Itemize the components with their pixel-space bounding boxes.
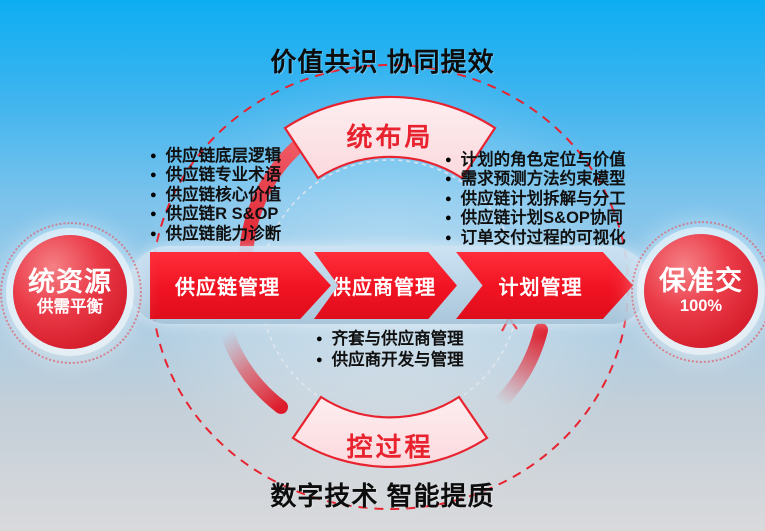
left-circle-dotted-ring bbox=[0, 222, 142, 364]
list-item: 供应链计划S&OP协同 bbox=[445, 209, 626, 228]
circle-title: 保准交 bbox=[659, 266, 743, 296]
circle-resources: 统资源 供需平衡 bbox=[13, 235, 127, 349]
list-item: 供应链R S&OP bbox=[150, 205, 281, 224]
slide-title-bottom: 数字技术 智能提质 bbox=[270, 481, 495, 511]
list-planning-topics: 计划的角色定位与价值 需求预测方法约束模型 供应链计划拆解与分工 供应链计划S&… bbox=[445, 151, 626, 248]
list-item: 需求预测方法约束模型 bbox=[445, 170, 626, 189]
circle-title: 统资源 bbox=[28, 267, 112, 297]
process-arrow-supplier: 供应商管理 bbox=[314, 252, 457, 319]
swoosh-arc-bottom-left bbox=[220, 326, 288, 414]
list-item: 供应链核心价值 bbox=[150, 186, 282, 205]
process-arrow-supply-chain: 供应链管理 bbox=[150, 252, 331, 319]
process-arrow-label: 计划管理 bbox=[498, 277, 583, 299]
list-item: 供应链计划拆解与分工 bbox=[445, 190, 626, 209]
circle-subtitle: 100% bbox=[679, 297, 723, 315]
banner-arc-top bbox=[283, 95, 497, 180]
list-item: 供应商开发与管理 bbox=[316, 350, 464, 371]
list-item: 供应链能力诊断 bbox=[150, 225, 282, 244]
process-arrow-label: 供应商管理 bbox=[331, 277, 436, 299]
process-arrow-label: 供应链管理 bbox=[175, 277, 280, 299]
slide-title-top: 价值共识 协同提效 bbox=[270, 47, 495, 77]
list-supplier-topics: 齐套与供应商管理 供应商开发与管理 bbox=[316, 329, 464, 370]
list-item: 齐套与供应商管理 bbox=[316, 329, 464, 350]
banner-label-top: 统布局 bbox=[346, 122, 434, 152]
circle-delivery: 保准交 100% bbox=[644, 234, 758, 348]
list-item: 供应链专业术语 bbox=[150, 166, 282, 185]
list-item: 订单交付过程的可视化 bbox=[445, 229, 626, 248]
banner-label-bottom: 控过程 bbox=[346, 432, 434, 462]
list-item: 供应链底层逻辑 bbox=[150, 147, 282, 166]
banner-arc-bottom bbox=[291, 395, 489, 468]
right-circle-dotted-ring bbox=[631, 221, 765, 363]
swoosh-arc-bottom-right bbox=[493, 323, 548, 410]
circle-subtitle: 供需平衡 bbox=[37, 298, 103, 316]
list-item: 计划的角色定位与价值 bbox=[445, 151, 626, 170]
list-supply-chain-topics: 供应链底层逻辑 供应链专业术语 供应链核心价值 供应链R S&OP 供应链能力诊… bbox=[150, 147, 282, 244]
process-arrow-planning: 计划管理 bbox=[456, 252, 633, 319]
